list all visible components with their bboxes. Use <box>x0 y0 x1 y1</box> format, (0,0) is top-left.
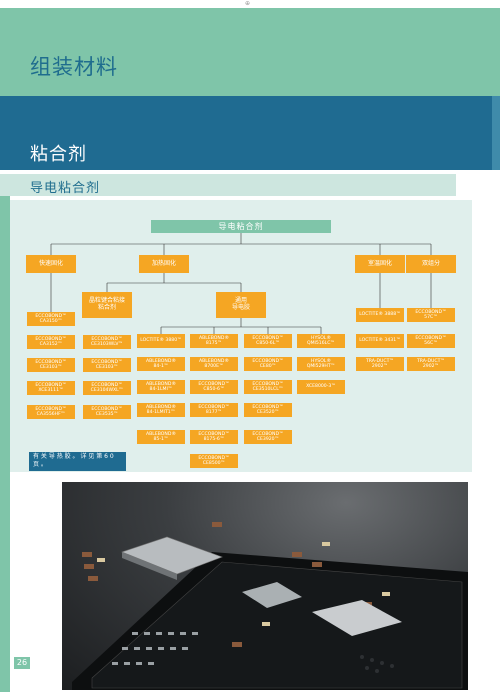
product-general-c1-5: ABLEBOND® 85-1™ <box>137 430 185 444</box>
product-general-c4-2: HYSOL® QMI529HT™ <box>297 357 345 371</box>
mid-band: 粘合剂 <box>0 96 492 170</box>
product-general-c3-1: ECCOBOND™ C850-6L™ <box>244 334 292 348</box>
product-fast-5: ECCOBOND™ CA3556HF™ <box>27 405 75 419</box>
product-room-temp-1: LOCTITE® 3888™ <box>356 308 404 322</box>
page-number: 26 <box>14 657 30 669</box>
product-general-c4-3: XCE8000-3™ <box>297 380 345 394</box>
product-general-c2-5: ECCOBOND™ 8175-6™ <box>190 430 238 444</box>
product-general-c3-3: ECCOBOND™ CE3510LCL™ <box>244 380 292 394</box>
diagram-root: 导电粘合剂 <box>151 220 331 233</box>
product-die-3: ECCOBOND™ CE3104WXL™ <box>83 381 131 395</box>
product-two-part-2: ECCOBOND™ 56C™ <box>407 334 455 348</box>
category-room-temp-cure: 室温固化 <box>355 255 405 273</box>
note-box: 有 关 导 热 胶 。 详 见 第 6 0 页 。 <box>29 452 126 471</box>
connector-lines <box>50 233 432 334</box>
product-general-c1-1: LOCTITE® 3880™ <box>137 334 185 348</box>
product-general-c3-2: ECCOBOND™ CE80™ <box>244 357 292 371</box>
product-general-c4-1: HYSOL® QMI516LC™ <box>297 334 345 348</box>
product-general-c2-6: ECCOBOND™ CE8500™ <box>190 454 238 468</box>
left-strip <box>0 196 10 692</box>
product-general-c1-4: ABLEBOND® 84-1LMIT1™ <box>137 403 185 417</box>
topic-title: 导电粘合剂 <box>30 181 101 196</box>
product-general-c1-3: ABLEBOND® 84-1LMI™ <box>137 380 185 394</box>
product-general-c3-4: ECCOBOND™ CE3520™ <box>244 403 292 417</box>
product-room-temp-2: LOCTITE® 3431™ <box>356 334 404 348</box>
topic-band: 导电粘合剂 <box>0 174 456 196</box>
circuit-board-photo <box>62 482 468 690</box>
product-general-c2-4: ECCOBOND™ 8177™ <box>190 403 238 417</box>
product-fast-1: ECCOBOND™ CA3150™ <box>27 312 75 326</box>
product-general-c1-2: ABLEBOND® 84-1™ <box>137 357 185 371</box>
product-tree-diagram: 导电粘合剂 快速固化 加热固化 室温固化 双组分 晶粒键合粘接 粘合剂 通用 导… <box>10 200 472 472</box>
category-general: 通用 导电胶 <box>216 292 266 318</box>
product-die-2: ECCOBOND™ CE3103™ <box>83 358 131 372</box>
crop-mark-top: ⊕ <box>245 0 251 7</box>
product-fast-4: ECCOBOND™ XCE3111™ <box>27 381 75 395</box>
category-die-attach: 晶粒键合粘接 粘合剂 <box>82 292 132 318</box>
product-general-c3-5: ECCOBOND™ CE3920™ <box>244 430 292 444</box>
accent-bar <box>492 96 500 170</box>
section-title: 组装材料 <box>30 55 118 79</box>
product-general-c2-3: ECCOBOND™ C850-6™ <box>190 380 238 394</box>
product-two-part-1: ECCOBOND™ 57C™ <box>407 308 455 322</box>
product-die-4: ECCOBOND™ CE3535™ <box>83 405 131 419</box>
product-fast-2: ECCOBOND™ CA3152™ <box>27 335 75 349</box>
category-fast-cure: 快速固化 <box>26 255 76 273</box>
product-fast-3: ECCOBOND™ CE3103™ <box>27 358 75 372</box>
product-general-c2-2: ABLEBOND® 8700E™ <box>190 357 238 371</box>
product-general-c2-1: ABLEBOND® 8175™ <box>190 334 238 348</box>
top-band: 组装材料 <box>0 8 500 96</box>
product-die-1: ECCOBOND™ CE3103WLV™ <box>83 335 131 349</box>
circuit-board-illustration <box>72 522 468 690</box>
product-room-temp-3: TRA-DUCT™ 2902™ <box>356 357 404 371</box>
category-two-part: 双组分 <box>406 255 456 273</box>
subsection-title: 粘合剂 <box>30 144 87 165</box>
product-two-part-3: TRA-DUCT™ 2902™ <box>407 357 455 371</box>
category-heat-cure: 加热固化 <box>139 255 189 273</box>
